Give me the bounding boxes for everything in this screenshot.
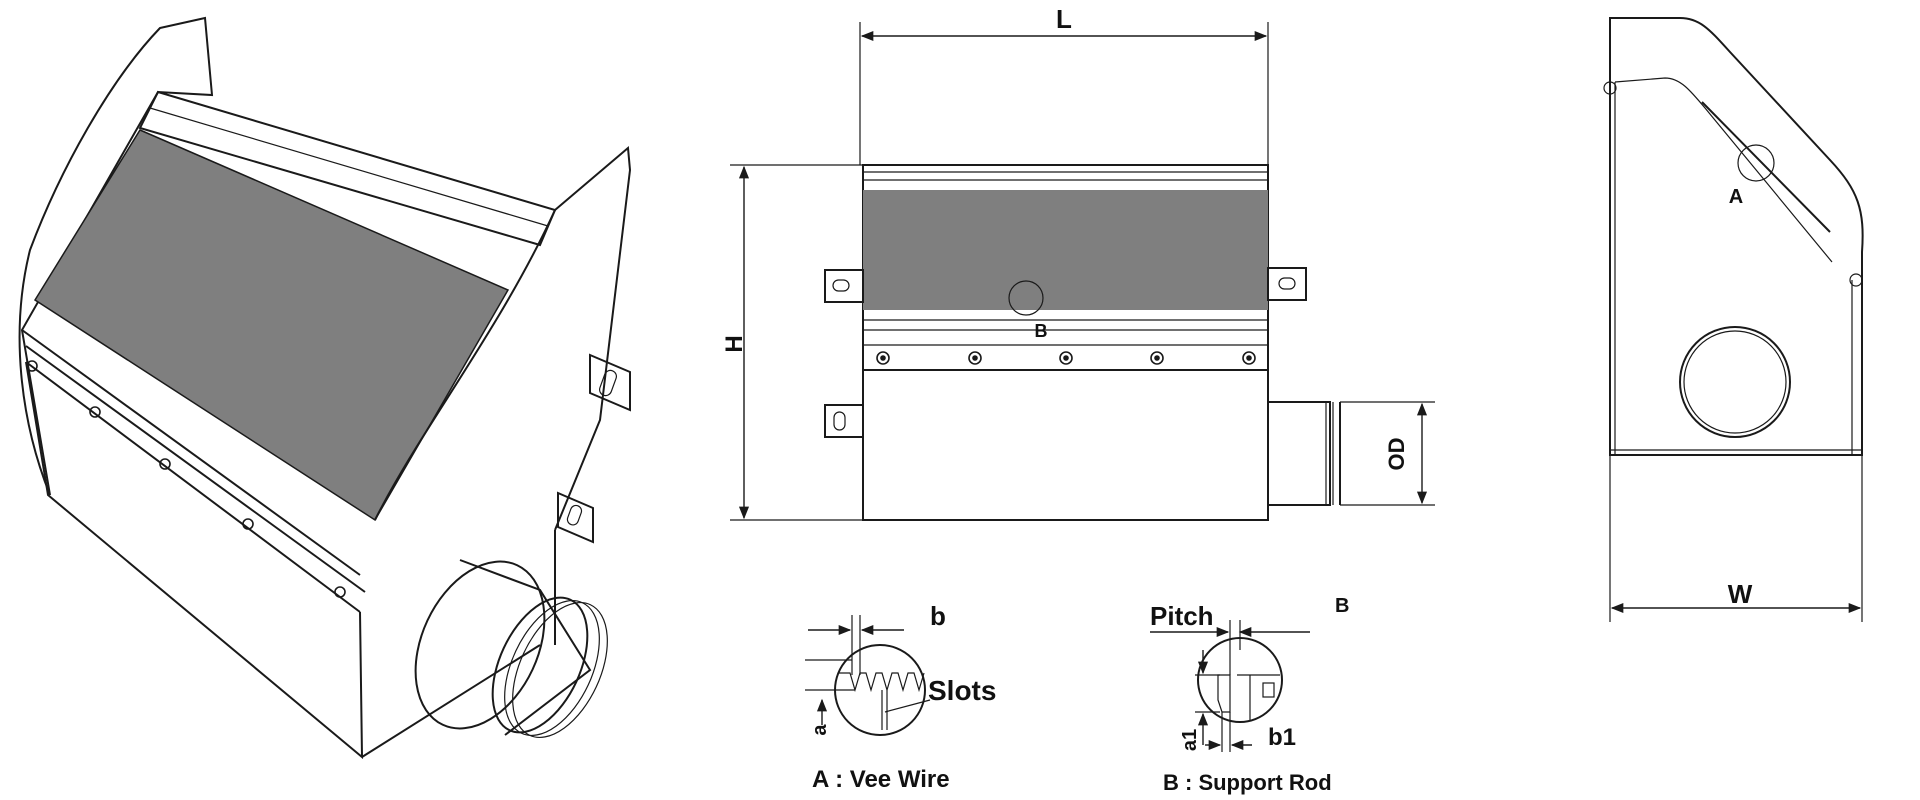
isometric-screen-surface bbox=[33, 129, 510, 522]
dimension-label-h: H bbox=[721, 335, 748, 352]
side-view: A W bbox=[1603, 17, 1864, 622]
dimension-label-od: OD bbox=[1384, 438, 1409, 471]
detail-b-callout-label: B bbox=[1035, 321, 1048, 341]
detail-a-vee-wire: b a Slots A : Vee Wire bbox=[805, 601, 996, 793]
front-view: L B OD bbox=[721, 4, 1435, 521]
detail-b-dim-a1: a1 bbox=[1179, 729, 1201, 751]
detail-b-marker: B bbox=[1335, 595, 1349, 617]
front-screen-surface bbox=[863, 190, 1268, 310]
side-outlet-opening bbox=[1679, 326, 1791, 438]
detail-b-caption: B : Support Rod bbox=[1163, 770, 1332, 795]
detail-b-callout-circle bbox=[1008, 280, 1044, 316]
support-bolts bbox=[876, 351, 1256, 365]
detail-b-support-rod: Pitch B a1 b1 B : Support Rod bbox=[1150, 595, 1349, 795]
detail-a-slots-label: Slots bbox=[928, 675, 996, 706]
detail-a-dim-a: a bbox=[809, 724, 831, 736]
dimension-label-w: W bbox=[1728, 579, 1753, 609]
detail-a-callout-label: A bbox=[1729, 186, 1743, 208]
isometric-view bbox=[18, 16, 632, 760]
detail-a-callout-circle bbox=[1737, 144, 1775, 182]
dimension-label-l: L bbox=[1056, 4, 1072, 34]
detail-a-dim-b: b bbox=[930, 601, 946, 631]
detail-b-dim-b1: b1 bbox=[1268, 724, 1296, 751]
detail-b-pitch-label: Pitch bbox=[1150, 601, 1214, 631]
detail-a-caption: A : Vee Wire bbox=[812, 766, 950, 793]
